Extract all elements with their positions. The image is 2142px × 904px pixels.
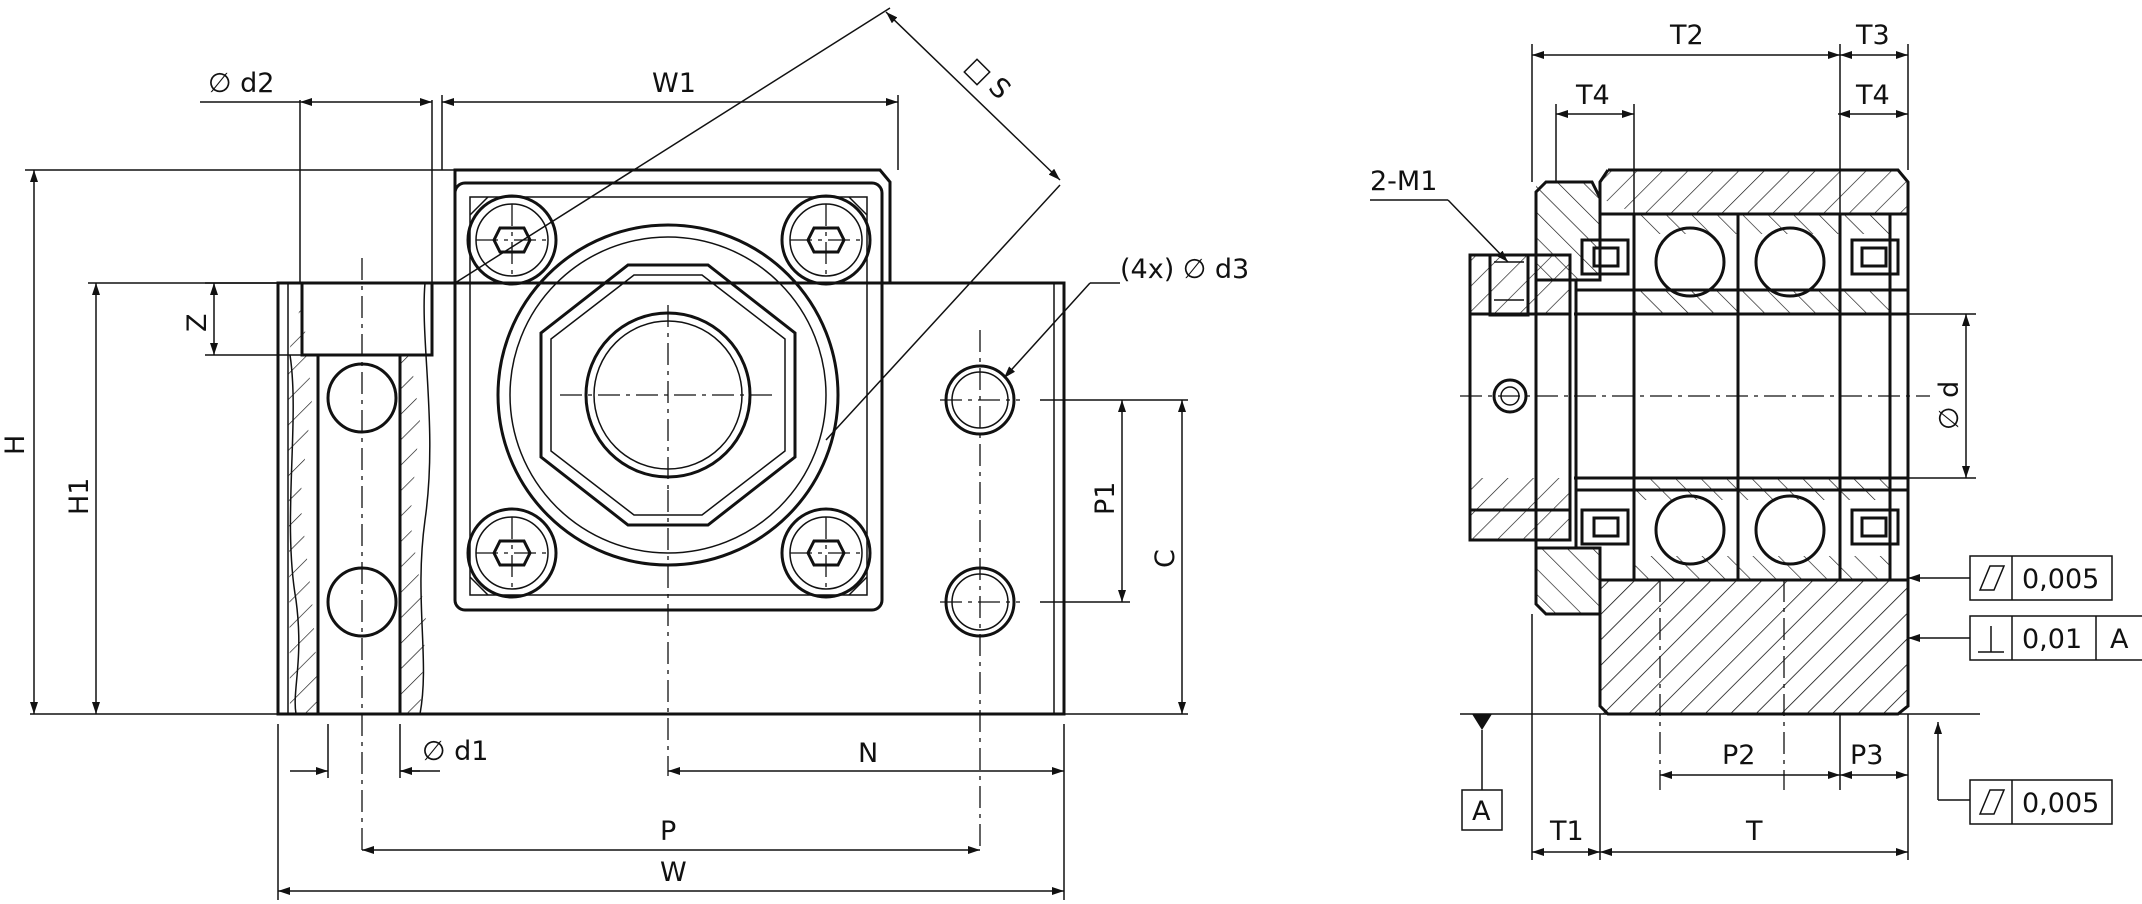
angular-bearings <box>1580 214 1900 580</box>
dim-d2: ∅ d2 <box>208 68 274 99</box>
dim-d3: (4x) ∅ d3 <box>1120 254 1249 285</box>
dim-N: N <box>858 738 878 769</box>
tolerance-frame-3: 0,005 <box>1934 722 2113 825</box>
dim-W: W <box>660 857 687 888</box>
datum-A: A <box>1472 796 1491 827</box>
lock-nut-octagon <box>539 263 797 527</box>
dim-P1: P1 <box>1090 482 1121 515</box>
dim-Z: Z <box>182 314 213 333</box>
ball-1 <box>1654 226 1726 298</box>
base-block <box>276 281 1066 716</box>
counterbore-section <box>288 282 434 715</box>
dim-d1: ∅ d1 <box>422 736 488 767</box>
dim-T3: T3 <box>1855 20 1890 51</box>
dim-P3: P3 <box>1850 740 1883 771</box>
dim-C: C <box>1150 549 1181 568</box>
tolerance-frame-2: 0,01 A <box>1908 615 2142 661</box>
dim-S: S <box>982 72 1016 106</box>
tolerance-frame-1: 0,005 <box>1908 555 2113 601</box>
dim-W1: W1 <box>652 68 696 99</box>
dim-P: P <box>660 816 676 847</box>
tol-2-datum: A <box>2110 624 2129 655</box>
tol-3-value: 0,005 <box>2022 788 2099 819</box>
dim-T: T <box>1745 816 1763 847</box>
side-section-view: T2 T3 T4 T4 2-M1 ∅ d A P2 P3 <box>1370 20 2142 860</box>
front-view: ∅ d2 W1 S (4x) ∅ d3 Z H H1 P1 <box>0 7 1249 900</box>
tol-1-value: 0,005 <box>2022 564 2099 595</box>
ball-3 <box>1654 494 1726 566</box>
dim-H1: H1 <box>64 478 95 515</box>
ball-2 <box>1754 226 1826 298</box>
housing-ring-outer <box>496 223 840 567</box>
dim-d: ∅ d <box>1934 381 1965 430</box>
dim-T4-right: T4 <box>1855 80 1890 111</box>
dim-P2: P2 <box>1722 740 1755 771</box>
dim-T2: T2 <box>1669 20 1704 51</box>
lock-nut-section <box>1534 180 1602 616</box>
dim-T1: T1 <box>1549 816 1584 847</box>
ball-4 <box>1754 494 1826 566</box>
dim-H: H <box>0 435 31 455</box>
dim-T4-left: T4 <box>1575 80 1610 111</box>
dim-M1: 2-M1 <box>1370 166 1437 197</box>
tol-2-value: 0,01 <box>2022 624 2082 655</box>
